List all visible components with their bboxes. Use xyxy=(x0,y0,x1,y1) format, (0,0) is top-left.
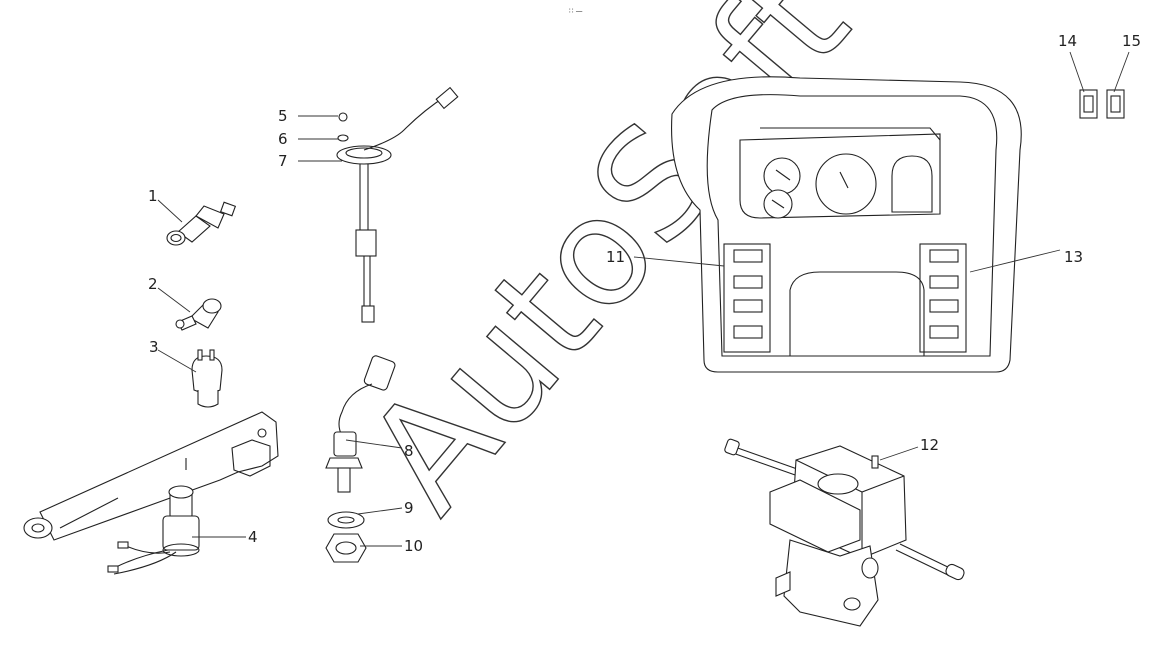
part-5-7-fuel-sender xyxy=(336,86,459,323)
callout-14: 14 xyxy=(1058,32,1077,50)
callout-2: 2 xyxy=(148,275,158,293)
part-2-sensor xyxy=(175,298,222,331)
callout-8: 8 xyxy=(404,442,414,460)
callout-7: 7 xyxy=(278,152,288,170)
callout-11: 11 xyxy=(606,248,625,266)
part-14-15-switch-caps xyxy=(1079,89,1125,119)
callout-4: 4 xyxy=(248,528,258,546)
header-mark: ∷ — xyxy=(569,7,583,15)
callout-13: 13 xyxy=(1064,248,1083,266)
callout-9: 9 xyxy=(404,499,414,517)
part-8-10-temp-sensor xyxy=(325,355,396,563)
callout-6: 6 xyxy=(278,130,288,148)
callout-1: 1 xyxy=(148,187,158,205)
part-4-handbrake-switch xyxy=(23,411,279,575)
callout-12: 12 xyxy=(920,436,939,454)
part-3-switch xyxy=(191,349,223,408)
part-11-13-instrument-panel xyxy=(671,76,1022,373)
callout-15: 15 xyxy=(1122,32,1141,50)
leader-lines xyxy=(157,51,1130,547)
callout-3: 3 xyxy=(149,338,159,356)
part-1-pressure-sensor xyxy=(166,201,237,246)
callout-labels: 1 2 3 4 5 6 7 8 9 10 11 12 13 14 15 xyxy=(148,32,1141,555)
callout-5: 5 xyxy=(278,107,288,125)
callout-10: 10 xyxy=(404,537,423,555)
part-12-combination-switch xyxy=(724,438,965,627)
